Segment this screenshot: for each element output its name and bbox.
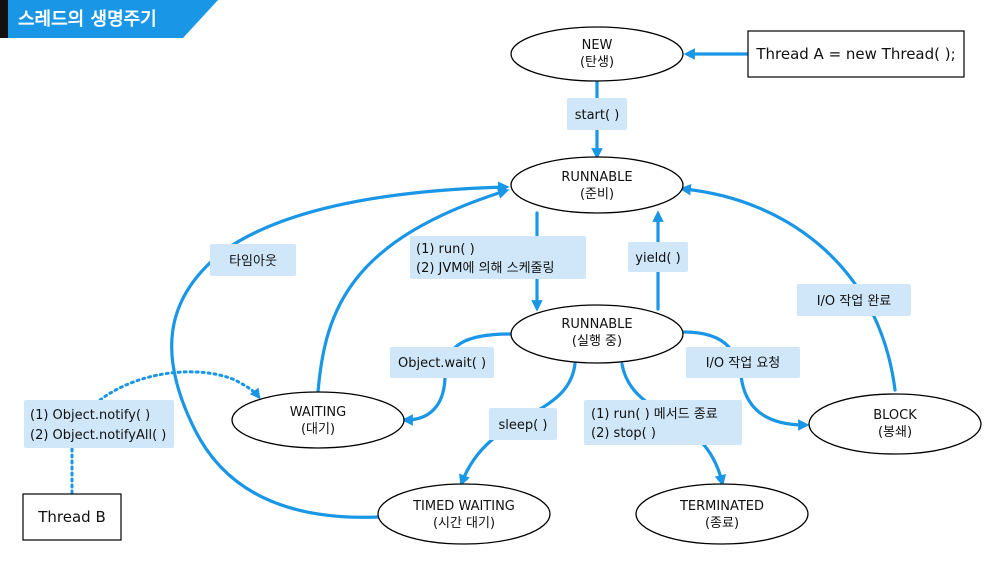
node-runnable-running: RUNNABLE (실행 중) bbox=[510, 304, 684, 364]
node-runnable-ready: RUNNABLE (준비) bbox=[510, 156, 684, 214]
node-block: BLOCK (봉쇄) bbox=[808, 393, 982, 455]
label-run-line1: (1) run( ) bbox=[416, 242, 475, 257]
label-terminate-line2: (2) stop( ) bbox=[591, 426, 656, 441]
thread-b-text: Thread B bbox=[37, 508, 106, 526]
thread-a-text: Thread A = new Thread( ); bbox=[755, 45, 955, 63]
node-new-name: NEW bbox=[582, 38, 613, 53]
node-runnable-ready-desc: (준비) bbox=[580, 187, 614, 202]
label-start: start( ) bbox=[567, 98, 627, 130]
box-thread-b: Thread B bbox=[22, 493, 122, 541]
node-terminated-name: TERMINATED bbox=[679, 499, 764, 514]
label-io-request: I/O 작업 요청 bbox=[686, 347, 800, 378]
arrow-running-to-block bbox=[682, 330, 810, 431]
node-waiting-name: WAITING bbox=[290, 405, 346, 420]
node-runnable-ready-name: RUNNABLE bbox=[561, 170, 632, 185]
dotted-notify-to-waiting bbox=[98, 370, 261, 402]
title-banner: 스레드의 생명주기 bbox=[0, 0, 218, 38]
label-terminate-line1: (1) run( ) 메서드 종료 bbox=[591, 407, 718, 422]
node-runnable-running-name: RUNNABLE bbox=[561, 317, 632, 332]
label-start-text: start( ) bbox=[575, 108, 620, 123]
node-new-desc: (탄생) bbox=[580, 55, 614, 70]
node-new: NEW (탄생) bbox=[510, 26, 684, 82]
label-sleep-text: sleep( ) bbox=[499, 418, 548, 433]
node-waiting-desc: (대기) bbox=[301, 422, 335, 437]
arrow-waiting-to-runnable bbox=[316, 187, 510, 394]
node-timed-waiting-name: TIMED WAITING bbox=[412, 499, 515, 514]
label-yield: yield( ) bbox=[628, 242, 688, 272]
node-runnable-running-desc: (실행 중) bbox=[572, 333, 622, 349]
box-thread-a: Thread A = new Thread( ); bbox=[747, 30, 965, 78]
label-notify-line2: (2) Object.notifyAll( ) bbox=[30, 428, 166, 443]
node-terminated-desc: (종료) bbox=[705, 516, 739, 531]
label-object-wait: Object.wait( ) bbox=[390, 347, 494, 378]
label-notify: (1) Object.notify( ) (2) Object.notifyAl… bbox=[24, 400, 174, 448]
node-block-desc: (봉쇄) bbox=[878, 425, 912, 440]
node-block-name: BLOCK bbox=[873, 408, 917, 423]
label-run-schedule: (1) run( ) (2) JVM에 의해 스케줄링 bbox=[410, 236, 586, 279]
label-terminate: (1) run( ) 메서드 종료 (2) stop( ) bbox=[584, 400, 742, 445]
label-notify-line1: (1) Object.notify( ) bbox=[30, 408, 150, 423]
diagram-title: 스레드의 생명주기 bbox=[18, 9, 157, 30]
label-run-line2: (2) JVM에 의해 스케줄링 bbox=[416, 261, 554, 276]
arrow-block-to-runnable bbox=[679, 183, 897, 392]
node-terminated: TERMINATED (종료) bbox=[635, 483, 809, 545]
label-timeout-text: 타임아웃 bbox=[229, 254, 277, 269]
node-timed-waiting: TIMED WAITING (시간 대기) bbox=[377, 483, 551, 545]
node-timed-waiting-desc: (시간 대기) bbox=[433, 516, 495, 531]
label-sleep: sleep( ) bbox=[489, 408, 557, 440]
arrow-timed-to-runnable-timeout bbox=[170, 181, 510, 519]
label-object-wait-text: Object.wait( ) bbox=[398, 356, 486, 371]
label-io-done: I/O 작업 완료 bbox=[797, 284, 911, 316]
label-io-done-text: I/O 작업 완료 bbox=[817, 294, 892, 309]
label-yield-text: yield( ) bbox=[635, 251, 680, 266]
node-waiting: WAITING (대기) bbox=[231, 391, 405, 449]
label-timeout: 타임아웃 bbox=[210, 244, 296, 276]
label-io-request-text: I/O 작업 요청 bbox=[706, 356, 781, 371]
